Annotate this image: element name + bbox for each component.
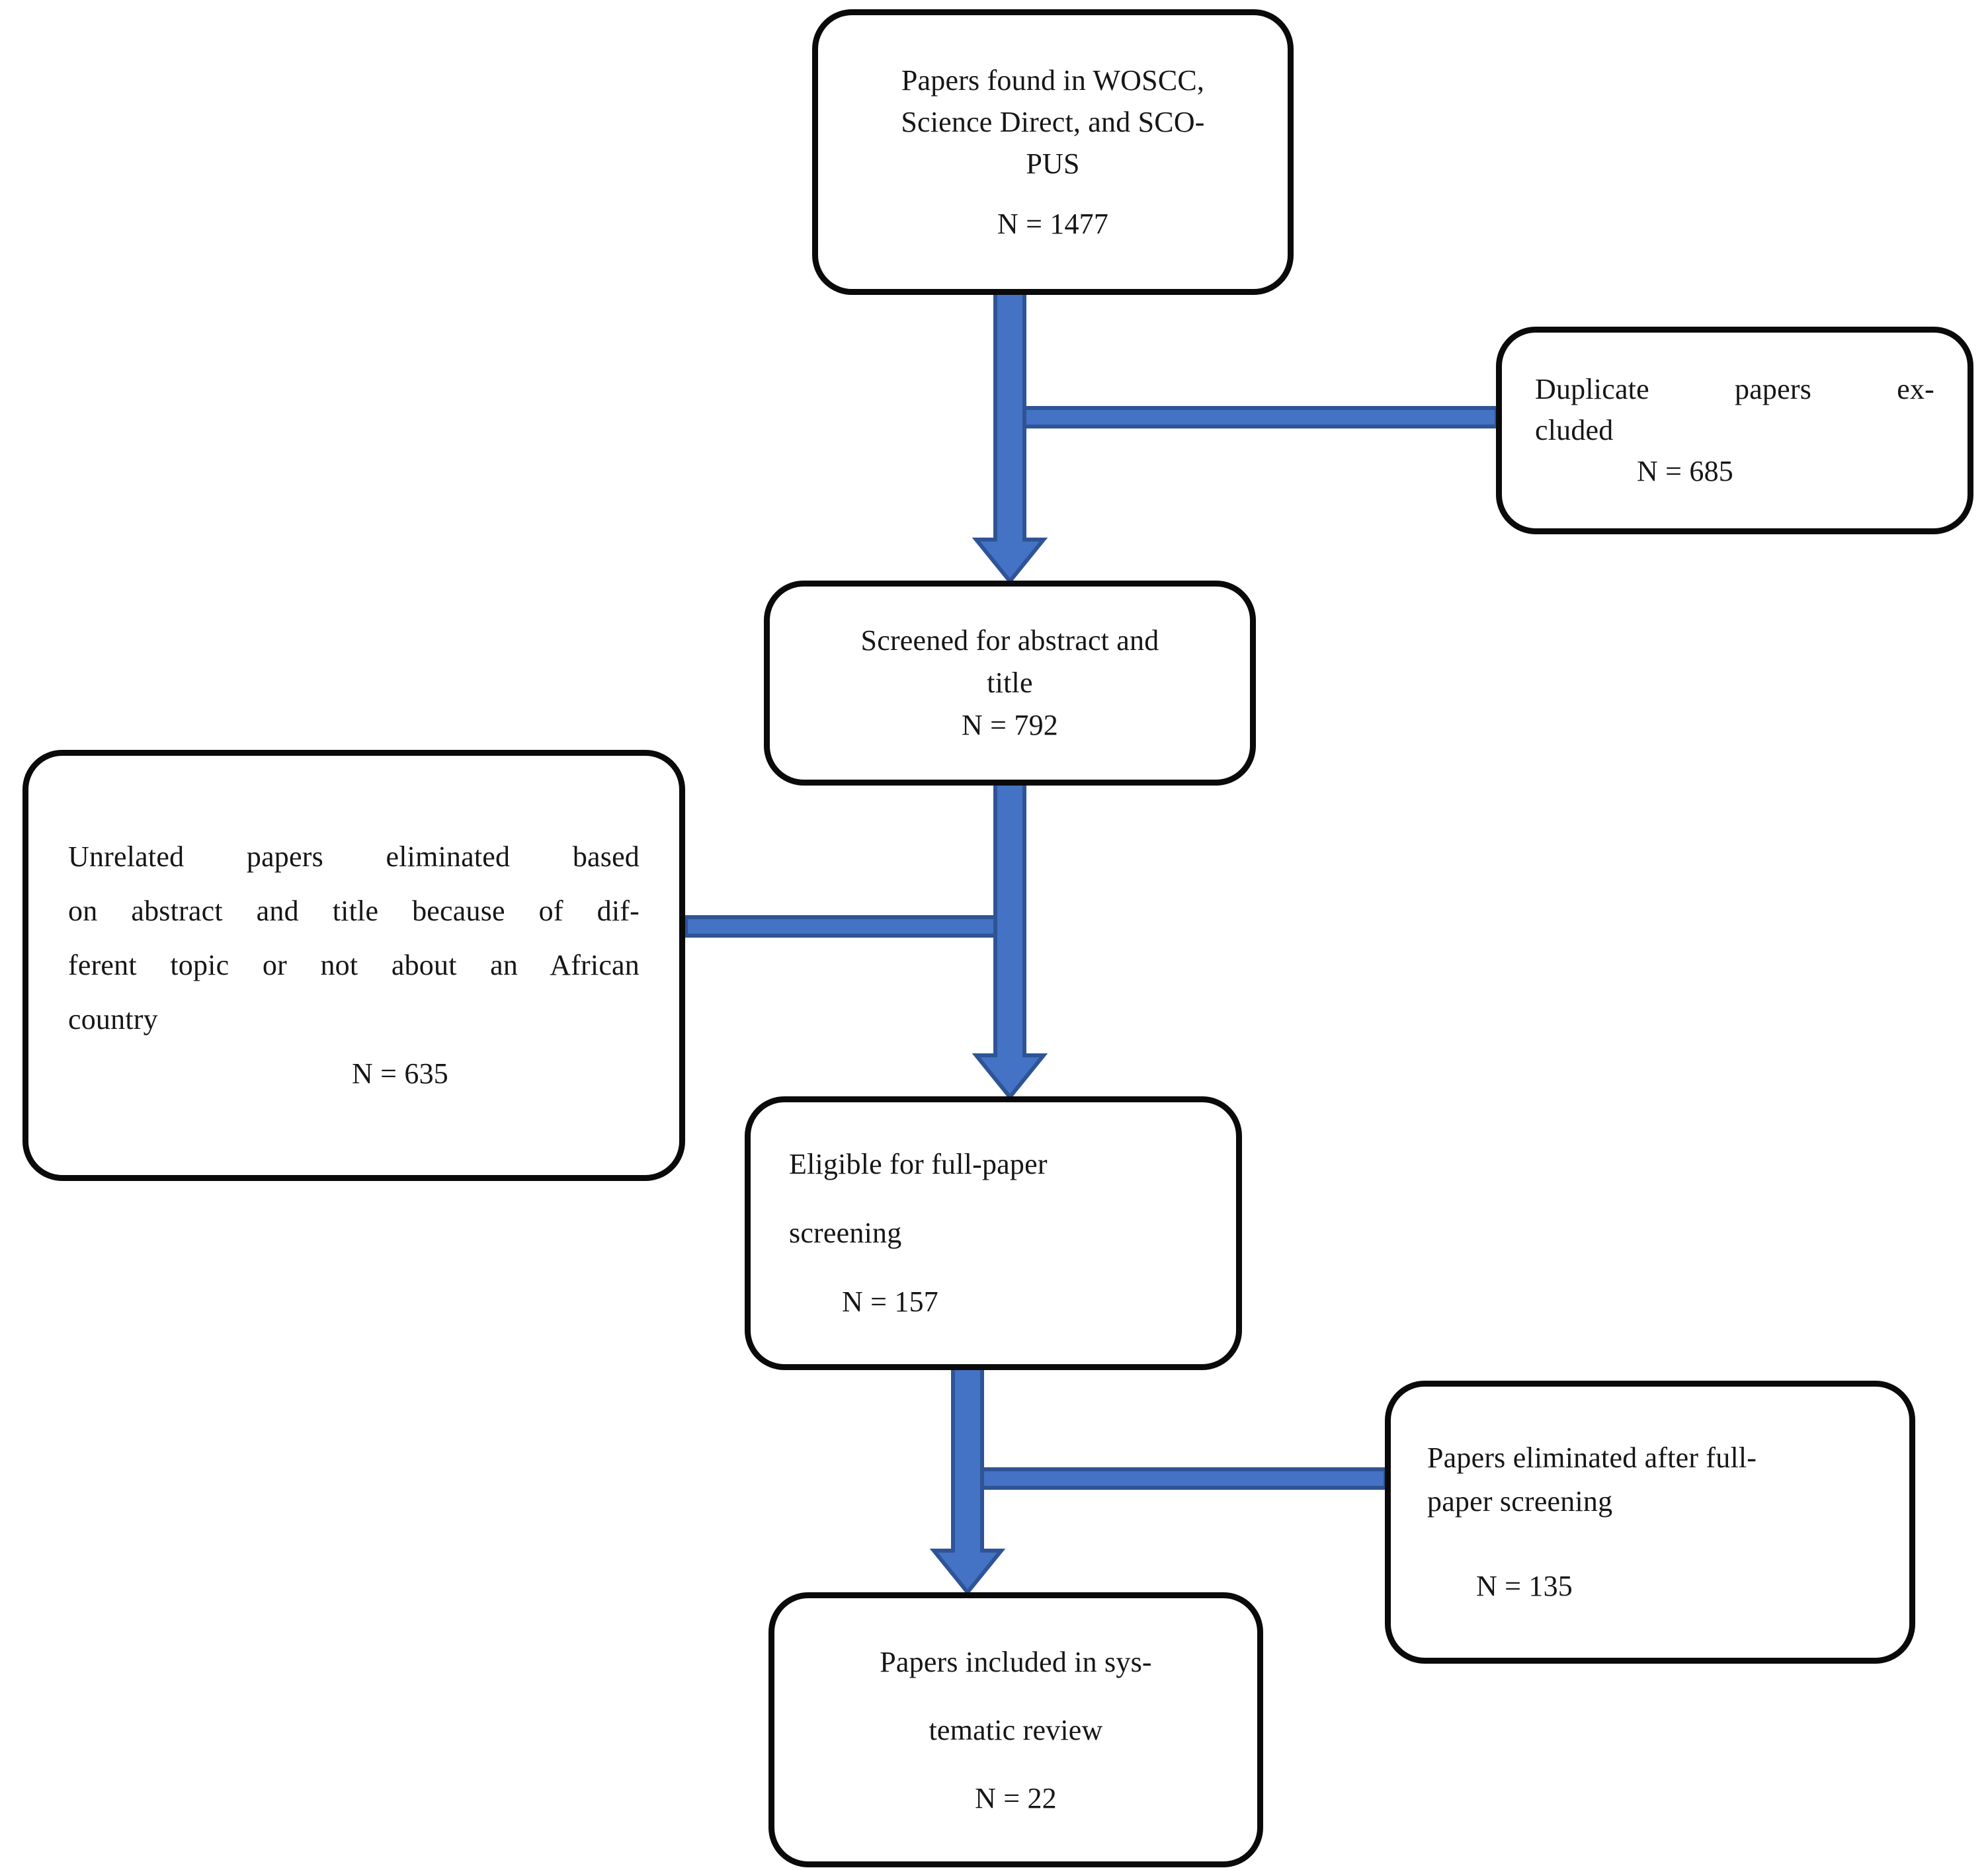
box-text-line: Papers eliminated after full- xyxy=(1427,1442,1757,1474)
arrow-screened-to-eligible-icon xyxy=(972,781,1048,1100)
box-eliminated-full-paper: Papers eliminated after full- paper scre… xyxy=(1385,1381,1915,1664)
connector-to-duplicate xyxy=(1022,406,1499,428)
count-label: N = 792 xyxy=(962,709,1058,741)
box-screened-abstract-title: Screened for abstract and title N = 792 xyxy=(764,581,1256,786)
box-text-line: Eligible for full-paper xyxy=(789,1148,1048,1180)
box-text-line: Papers found in WOSCC, xyxy=(901,64,1205,97)
box-unrelated-eliminated: Unrelated papers eliminated based on abs… xyxy=(22,750,685,1181)
box-text: Unrelated papers eliminated based on abs… xyxy=(68,830,640,1047)
arrow-eligible-to-included-icon xyxy=(929,1365,1006,1596)
count-label: N = 135 xyxy=(1476,1570,1573,1602)
box-text: Papers found in WOSCC, Science Direct, a… xyxy=(818,60,1288,184)
box-text-line: screening xyxy=(789,1217,902,1249)
count-label: N = 157 xyxy=(842,1285,938,1318)
box-text: Screened for abstract and title xyxy=(770,620,1250,704)
connector-to-eliminated xyxy=(980,1467,1387,1490)
box-text-line: Duplicate papers ex- xyxy=(1535,373,1934,405)
box-text-line: PUS xyxy=(1026,147,1080,180)
count-label: N = 22 xyxy=(975,1781,1057,1814)
arrow-found-to-screened-icon xyxy=(972,289,1048,585)
box-eligible-full-paper: Eligible for full-paper screening N = 15… xyxy=(745,1096,1242,1370)
box-text-line: Screened for abstract and xyxy=(860,624,1159,657)
box-text-line: title xyxy=(987,667,1033,699)
box-text-line: ferent topic or not about an African xyxy=(68,949,640,981)
count-label: N = 685 xyxy=(1637,455,1733,487)
count-label: N = 635 xyxy=(352,1057,448,1090)
box-papers-found: Papers found in WOSCC, Science Direct, a… xyxy=(812,9,1294,295)
box-text-line: paper screening xyxy=(1427,1485,1613,1518)
box-text: Papers included in sys- tematic review xyxy=(774,1628,1257,1764)
box-included-systematic-review: Papers included in sys- tematic review N… xyxy=(768,1592,1263,1867)
box-text-line: on abstract and title because of dif- xyxy=(68,895,640,927)
box-duplicates-excluded: Duplicate papers ex- cluded N = 685 xyxy=(1496,327,1973,534)
box-text-line: country xyxy=(68,1003,158,1036)
box-text-line: cluded xyxy=(1535,414,1614,446)
box-text-line: tematic review xyxy=(929,1713,1103,1746)
box-text: Eligible for full-paper screening xyxy=(789,1130,1210,1268)
box-text-line: Unrelated papers eliminated based xyxy=(68,840,640,873)
connector-to-unrelated xyxy=(684,915,997,938)
box-text: Papers eliminated after full- paper scre… xyxy=(1427,1436,1873,1524)
count-label: N = 1477 xyxy=(997,208,1109,240)
box-text-line: Science Direct, and SCO- xyxy=(901,106,1205,138)
box-text: Duplicate papers ex- cluded xyxy=(1535,369,1934,451)
box-text-line: Papers included in sys- xyxy=(880,1645,1152,1678)
